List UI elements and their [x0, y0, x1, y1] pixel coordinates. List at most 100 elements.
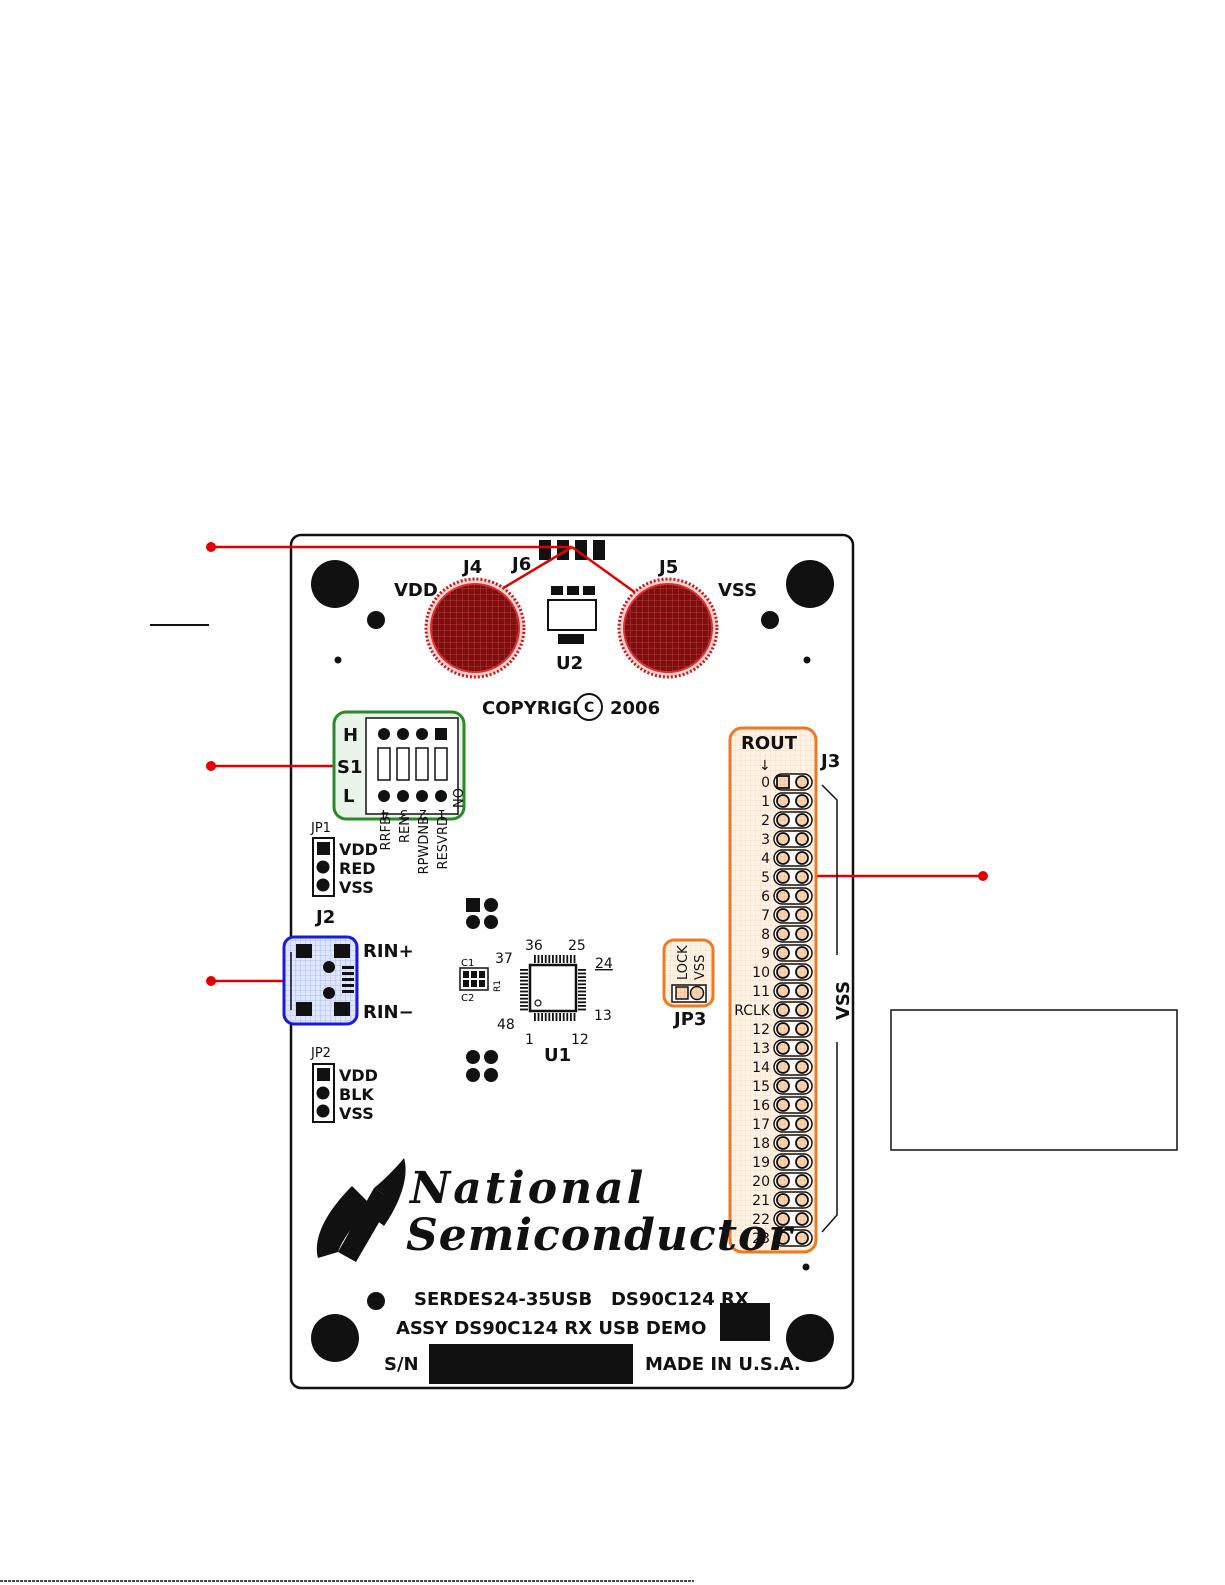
rout-arrow: ↓ — [759, 758, 771, 774]
s1-signal-resvrd: RESVRD — [436, 816, 451, 869]
j3-pin-row: 8 — [761, 925, 813, 943]
u1-pin-25: 25 — [568, 938, 586, 954]
j3-pin-row: 11 — [752, 982, 813, 1000]
logo-semiconductor: Semiconductor — [406, 1210, 794, 1261]
s1-signal-rpwdnb: RPWDNB — [417, 816, 432, 874]
logo-national: National — [408, 1163, 646, 1214]
j3-pin-label: 4 — [761, 851, 770, 867]
jp1-pin-vdd: VDD — [339, 840, 378, 859]
j4-label: J4 — [461, 557, 482, 578]
c1-label: C1 — [461, 958, 474, 969]
s1-low-label: L — [343, 786, 354, 807]
j3-pin-row: 20 — [752, 1172, 813, 1190]
svg-text:3: 3 — [400, 806, 408, 821]
jp2-pin-vss: VSS — [339, 1104, 374, 1123]
j3-pin-label: 19 — [752, 1155, 770, 1171]
s1-pin-numbers: 4 3 2 1 ON — [381, 788, 464, 821]
j3-label: J3 — [819, 751, 840, 772]
jp2-label: JP2 — [310, 1046, 331, 1061]
footer-line2: ASSY DS90C124 RX USB DEMO REV — [396, 1318, 759, 1339]
svg-text:2: 2 — [419, 806, 427, 821]
copyright-text: COPYRIGHT — [482, 698, 600, 719]
j3-pin-label: 3 — [761, 832, 770, 848]
sn-box — [429, 1344, 633, 1384]
j3-pin-label: 8 — [761, 927, 770, 943]
jp1-pin-red: RED — [339, 859, 376, 878]
s1-signal-rrfb: RRFB — [379, 816, 394, 850]
jp2-pin-vdd: VDD — [339, 1066, 378, 1085]
j5-label: J5 — [657, 557, 678, 578]
vss-side-label: VSS — [833, 981, 854, 1020]
j3-pin-label: 22 — [752, 1212, 770, 1228]
mounting-hole-top-left — [311, 560, 359, 608]
u1-pin-13: 13 — [594, 1008, 612, 1024]
callout-text-box — [890, 1009, 1178, 1151]
j3-pin-row: 4 — [761, 849, 813, 867]
j2-rin-minus: RIN− — [363, 1002, 414, 1023]
j3-pin-row: 19 — [752, 1153, 813, 1171]
c2-label: C2 — [461, 993, 474, 1004]
mounting-hole-bottom-right — [786, 1314, 834, 1362]
j3-pin-label: 16 — [752, 1098, 770, 1114]
mounting-hole-top-right — [786, 560, 834, 608]
j3-pin-label: 20 — [752, 1174, 770, 1190]
j3-pin-row: 16 — [752, 1096, 813, 1114]
jp1-pin-vss: VSS — [339, 878, 374, 897]
j3-pin-row: 0 — [761, 773, 813, 791]
j3-pin-label: 21 — [752, 1193, 770, 1209]
j3-pin-label: 13 — [752, 1041, 770, 1057]
jp1-jumper — [312, 837, 335, 897]
jp3-pin-vss: VSS — [693, 955, 708, 980]
u1-pin-1: 1 — [525, 1032, 534, 1048]
j3-pin-row: 2 — [761, 811, 813, 829]
j3-pin-label: 1 — [761, 794, 770, 810]
j3-pin-label: 17 — [752, 1117, 770, 1133]
j4-power-jack — [424, 577, 526, 679]
j3-pin-label: 5 — [761, 870, 770, 886]
j3-pin-label: 11 — [752, 984, 770, 1000]
j3-pin-row: 21 — [752, 1191, 813, 1209]
u1-pin-12: 12 — [571, 1032, 589, 1048]
j3-pin-row: 13 — [752, 1039, 813, 1057]
jp1-label: JP1 — [310, 821, 331, 836]
j3-pin-row: 1 — [761, 792, 813, 810]
mounting-hole-bottom-left — [311, 1314, 359, 1362]
j3-pin-row: 17 — [752, 1115, 813, 1133]
j3-pin-row: 6 — [761, 887, 813, 905]
j3-pin-label: RCLK — [734, 1003, 771, 1019]
j3-pin-row: 10 — [752, 963, 813, 981]
svg-text:C: C — [584, 700, 594, 716]
footer-line1: SERDES24-35USB DS90C124 RX — [414, 1289, 749, 1310]
j3-pin-label: 0 — [761, 775, 770, 791]
j3-pin-label: 15 — [752, 1079, 770, 1095]
j3-pin-rows: 01234567891011RCLK1213141516171819202122… — [734, 773, 813, 1247]
j3-pin-row: 18 — [752, 1134, 813, 1152]
j3-pin-row: 5 — [761, 868, 813, 886]
vss-bracket — [821, 784, 838, 1233]
vss-label: VSS — [718, 580, 757, 601]
rout-title: ROUT — [741, 733, 798, 754]
u1-pin-24: 24 — [595, 956, 613, 972]
j3-pin-label: 14 — [752, 1060, 770, 1076]
u1-pin-48: 48 — [497, 1017, 515, 1033]
u1-chip — [520, 955, 586, 1021]
sn-label: S/N — [384, 1354, 419, 1375]
j3-pin-label: 10 — [752, 965, 770, 981]
jp2-jumper — [312, 1063, 335, 1123]
national-logo-mark — [316, 1158, 406, 1262]
j3-pin-label: 18 — [752, 1136, 770, 1152]
vdd-label: VDD — [394, 580, 438, 601]
u2-regulator — [547, 586, 597, 644]
c1-c2-r1-parts — [459, 967, 489, 991]
j3-pin-row: 9 — [761, 944, 813, 962]
jp3-label: JP3 — [672, 1009, 706, 1030]
s1-signal-ren: REN — [398, 816, 413, 843]
callouts — [211, 545, 983, 983]
r1-label: R1 — [493, 980, 503, 992]
u2-label: U2 — [556, 653, 583, 674]
j3-pin-row: 3 — [761, 830, 813, 848]
s1-name: S1 — [337, 757, 363, 778]
pad-cluster-bottom — [466, 1050, 498, 1082]
svg-text:ON: ON — [449, 788, 464, 808]
